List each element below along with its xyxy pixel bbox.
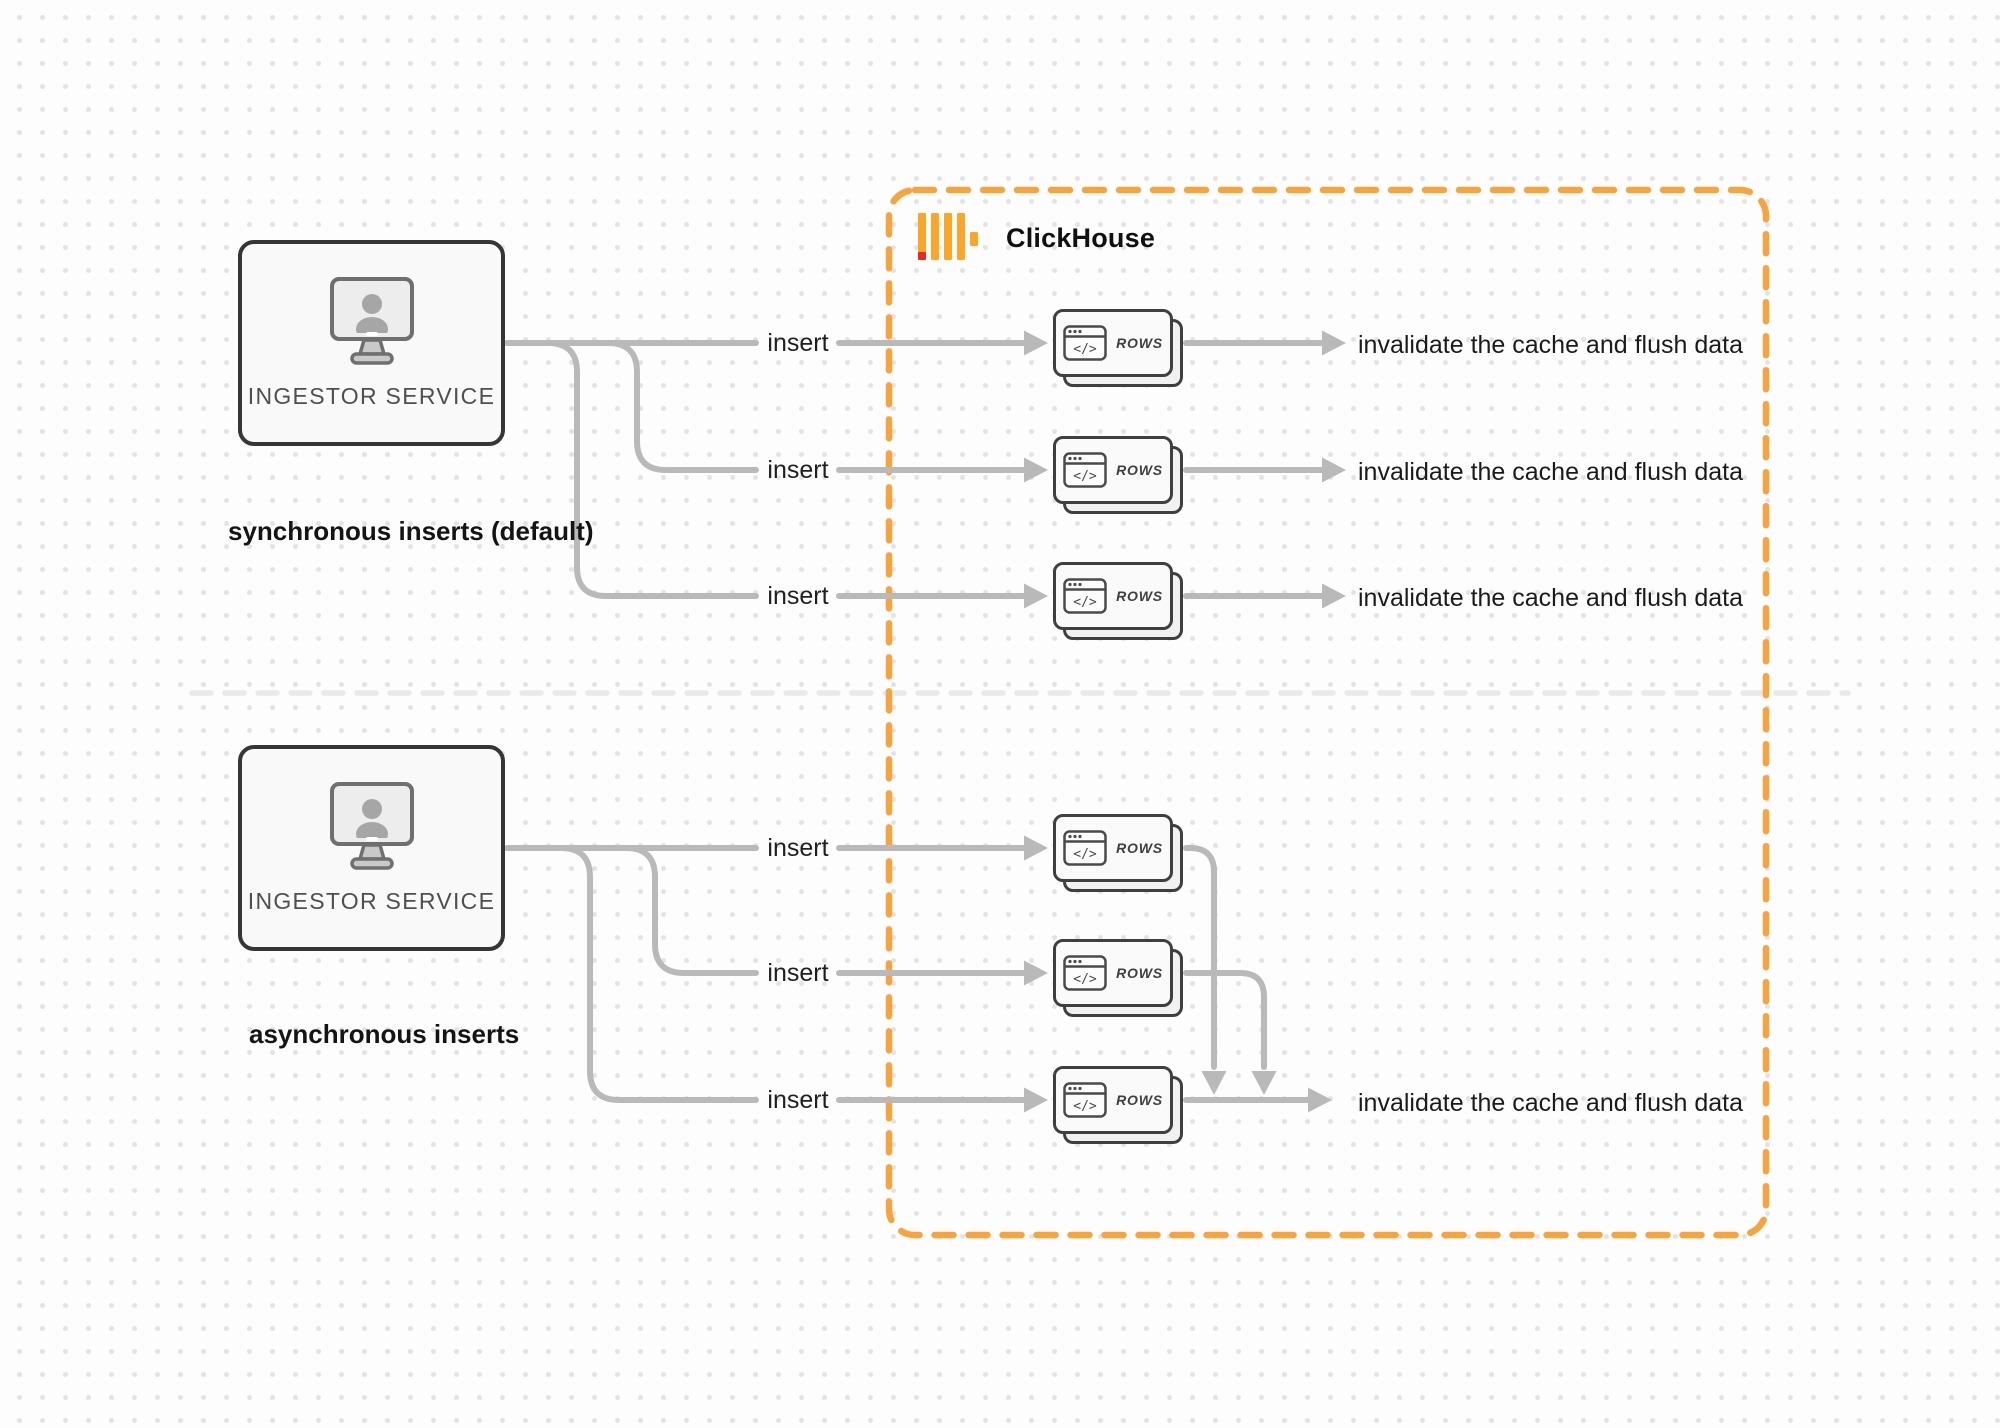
insert-label: insert	[767, 959, 829, 987]
ingestor-service-label: INGESTOR SERVICE	[247, 382, 496, 409]
result-label: invalidate the cache and flush data	[1358, 584, 1743, 612]
rows-table-card: </> ROWS	[1053, 436, 1185, 516]
clickhouse-boundary-box	[885, 186, 1770, 1239]
ingestor-service-box-async: INGESTOR SERVICE	[238, 745, 505, 951]
arrowhead-down	[1251, 1071, 1277, 1095]
rows-label: ROWS	[1116, 462, 1163, 478]
card-stack-front: </> ROWS	[1053, 436, 1173, 504]
arrowhead-group	[1024, 330, 1346, 1113]
rows-label: ROWS	[1116, 965, 1163, 981]
insert-label: insert	[767, 456, 829, 484]
card-stack-front: </> ROWS	[1053, 562, 1173, 630]
rows-table-card: </> ROWS	[1053, 939, 1185, 1019]
rows-table-card: </> ROWS	[1053, 1066, 1185, 1146]
svg-text:</>: </>	[1073, 595, 1097, 610]
arrowhead	[1322, 330, 1346, 356]
insert-label: insert	[767, 834, 829, 862]
async-branch-row2	[623, 845, 759, 976]
async-converge-from-row1	[1183, 845, 1217, 1070]
arrowhead	[1024, 457, 1048, 483]
rows-table-card: </> ROWS	[1053, 814, 1185, 894]
rows-table-card: </> ROWS	[1053, 309, 1185, 389]
result-label: invalidate the cache and flush data	[1358, 458, 1743, 486]
browser-code-icon: </>	[1063, 452, 1107, 488]
clickhouse-brand-label: ClickHouse	[1006, 222, 1156, 253]
monitor-user-icon	[329, 781, 414, 870]
arrowhead	[1322, 457, 1346, 483]
clickhouse-logo: ClickHouse	[918, 213, 1155, 263]
monitor-user-icon	[329, 276, 414, 365]
arrowhead	[1024, 960, 1048, 986]
svg-text:</>: </>	[1073, 469, 1097, 484]
arrowhead	[1024, 330, 1048, 356]
browser-code-icon: </>	[1063, 1082, 1107, 1118]
rows-label: ROWS	[1116, 588, 1163, 604]
ingestor-service-box-sync: INGESTOR SERVICE	[238, 240, 505, 446]
rows-label: ROWS	[1116, 335, 1163, 351]
arrowhead	[1024, 583, 1048, 609]
rows-table-card: </> ROWS	[1053, 562, 1185, 642]
arrowhead	[1308, 1087, 1332, 1113]
async-caption: asynchronous inserts	[249, 1019, 520, 1049]
arrowhead	[1024, 835, 1048, 861]
ingestor-service-label: INGESTOR SERVICE	[247, 887, 496, 914]
card-stack-front: </> ROWS	[1053, 814, 1173, 882]
insert-label: insert	[767, 329, 829, 357]
insert-label: insert	[767, 582, 829, 610]
insert-label: insert	[767, 1086, 829, 1114]
card-stack-front: </> ROWS	[1053, 309, 1173, 377]
svg-text:</>: </>	[1073, 972, 1097, 987]
sync-caption: synchronous inserts (default)	[228, 516, 594, 546]
async-converge-from-row2	[1183, 970, 1267, 1070]
svg-text:</>: </>	[1073, 1099, 1097, 1114]
arrowhead	[1322, 583, 1346, 609]
rows-label: ROWS	[1116, 1092, 1163, 1108]
browser-code-icon: </>	[1063, 578, 1107, 614]
connector-group	[504, 340, 1329, 1103]
arrowhead	[1024, 1087, 1048, 1113]
arrowhead-down	[1201, 1071, 1227, 1095]
result-label: invalidate the cache and flush data	[1358, 1089, 1743, 1117]
sync-branch-row3	[545, 340, 759, 599]
card-stack-front: </> ROWS	[1053, 1066, 1173, 1134]
svg-text:</>: </>	[1073, 847, 1097, 862]
async-branch-row3	[558, 845, 759, 1103]
card-stack-front: </> ROWS	[1053, 939, 1173, 1007]
browser-code-icon: </>	[1063, 955, 1107, 991]
sync-branch-row2	[605, 340, 759, 473]
result-label: invalidate the cache and flush data	[1358, 331, 1743, 359]
browser-code-icon: </>	[1063, 325, 1107, 361]
rows-label: ROWS	[1116, 840, 1163, 856]
clickhouse-logo-icon	[918, 213, 978, 260]
svg-text:</>: </>	[1073, 342, 1097, 357]
browser-code-icon: </>	[1063, 830, 1107, 866]
